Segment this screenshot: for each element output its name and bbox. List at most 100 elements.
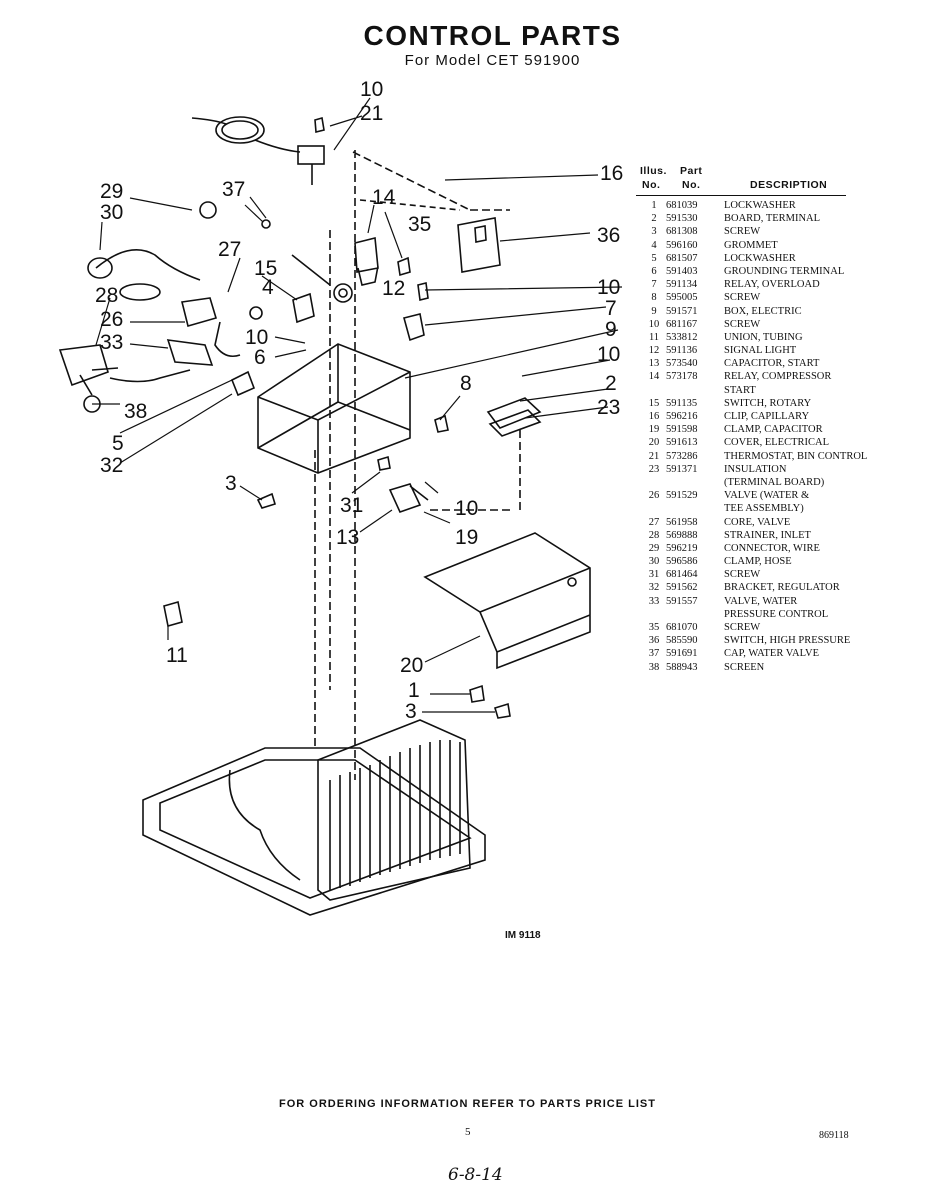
description: SCREW (724, 622, 761, 634)
callout-2: 2 (605, 372, 617, 395)
callout-6: 6 (254, 346, 266, 369)
callout-5: 5 (112, 432, 124, 455)
illus-no: 37 (648, 648, 660, 660)
thermostat-bulb (215, 116, 265, 144)
illus-no: 15 (648, 397, 660, 409)
callout-13: 13 (336, 526, 359, 549)
illus-no: 30 (648, 556, 660, 568)
table-header: Illus. Part No. No. DESCRIPTION (640, 165, 894, 195)
description: COVER, ELECTRICAL (724, 437, 829, 449)
callout-3: 3 (225, 472, 237, 495)
description-continued: (TERMINAL BOARD) (724, 476, 825, 488)
handwritten-date-note: 6-8-14 (448, 1165, 503, 1185)
callout-20: 20 (400, 654, 423, 677)
callout-1: 1 (408, 679, 420, 702)
illus-no: 33 (648, 595, 660, 607)
description: SCREEN (724, 661, 765, 673)
callout-15: 15 (254, 257, 277, 280)
electrical-cover (423, 532, 591, 670)
illus-no: 3 (651, 226, 657, 238)
illus-no: 7 (651, 279, 657, 291)
description: BOARD, TERMINAL (724, 213, 821, 225)
table-row: 29 596219 CONNECTOR, WIRE (644, 543, 894, 556)
illus-no: 12 (648, 345, 660, 357)
illus-no: 38 (648, 661, 660, 673)
callout-23: 23 (597, 396, 620, 419)
high-pressure-switch (457, 217, 501, 273)
illus-no: 21 (648, 450, 660, 462)
callout-38: 38 (124, 400, 147, 423)
part-no: 681308 (666, 226, 698, 238)
callout-3: 3 (405, 700, 417, 723)
description: CONNECTOR, WIRE (724, 542, 820, 554)
callout-19: 19 (455, 526, 478, 549)
thermostat-body (297, 145, 325, 165)
part-no: 561958 (666, 516, 698, 528)
illus-no: 23 (648, 463, 660, 475)
document-code: 869118 (819, 1130, 849, 1141)
callout-27: 27 (218, 238, 241, 261)
compressor-relay (354, 236, 379, 286)
description: RELAY, COMPRESSOR (724, 371, 832, 383)
part-no: 591613 (666, 437, 698, 449)
callout-33: 33 (100, 331, 123, 354)
drawing-code: IM 9118 (505, 930, 541, 941)
illus-no: 32 (648, 582, 660, 594)
callout-11: 11 (166, 644, 188, 667)
part-no: 591403 (666, 265, 698, 277)
illus-no: 20 (648, 437, 660, 449)
part-no: 591134 (666, 279, 698, 291)
part-no: 591571 (666, 305, 698, 317)
part-no: 533812 (666, 331, 698, 343)
description: LOCKWASHER (724, 200, 796, 211)
page-number: 5 (465, 1126, 471, 1138)
part-no: 591598 (666, 424, 698, 436)
description: INSULATION (724, 463, 787, 475)
description: STRAINER, INLET (724, 529, 811, 541)
part-no: 591529 (666, 490, 698, 502)
part-no: 681070 (666, 622, 698, 634)
callout-30: 30 (100, 201, 123, 224)
callout-32: 32 (100, 454, 123, 477)
header-description: DESCRIPTION (750, 179, 828, 191)
callout-10: 10 (597, 276, 620, 299)
description: SWITCH, ROTARY (724, 397, 812, 409)
header-part-no: No. (682, 179, 701, 191)
illus-no: 19 (648, 424, 660, 436)
part-no: 569888 (666, 529, 698, 541)
part-no: 596219 (666, 542, 698, 554)
base-pan (142, 747, 486, 916)
part-no: 585590 (666, 635, 698, 647)
part-no: 588943 (666, 661, 698, 673)
illus-no: 27 (648, 516, 660, 528)
description: LOCKWASHER (724, 252, 796, 264)
illus-no: 29 (648, 542, 660, 554)
description: CAPACITOR, START (724, 358, 820, 370)
callout-8: 8 (460, 372, 472, 395)
electric-box (257, 343, 411, 474)
description-continued: PRESSURE CONTROL (724, 608, 829, 620)
illus-no: 9 (651, 305, 657, 317)
callout-16: 16 (600, 162, 623, 185)
part-no: 681464 (666, 569, 698, 581)
